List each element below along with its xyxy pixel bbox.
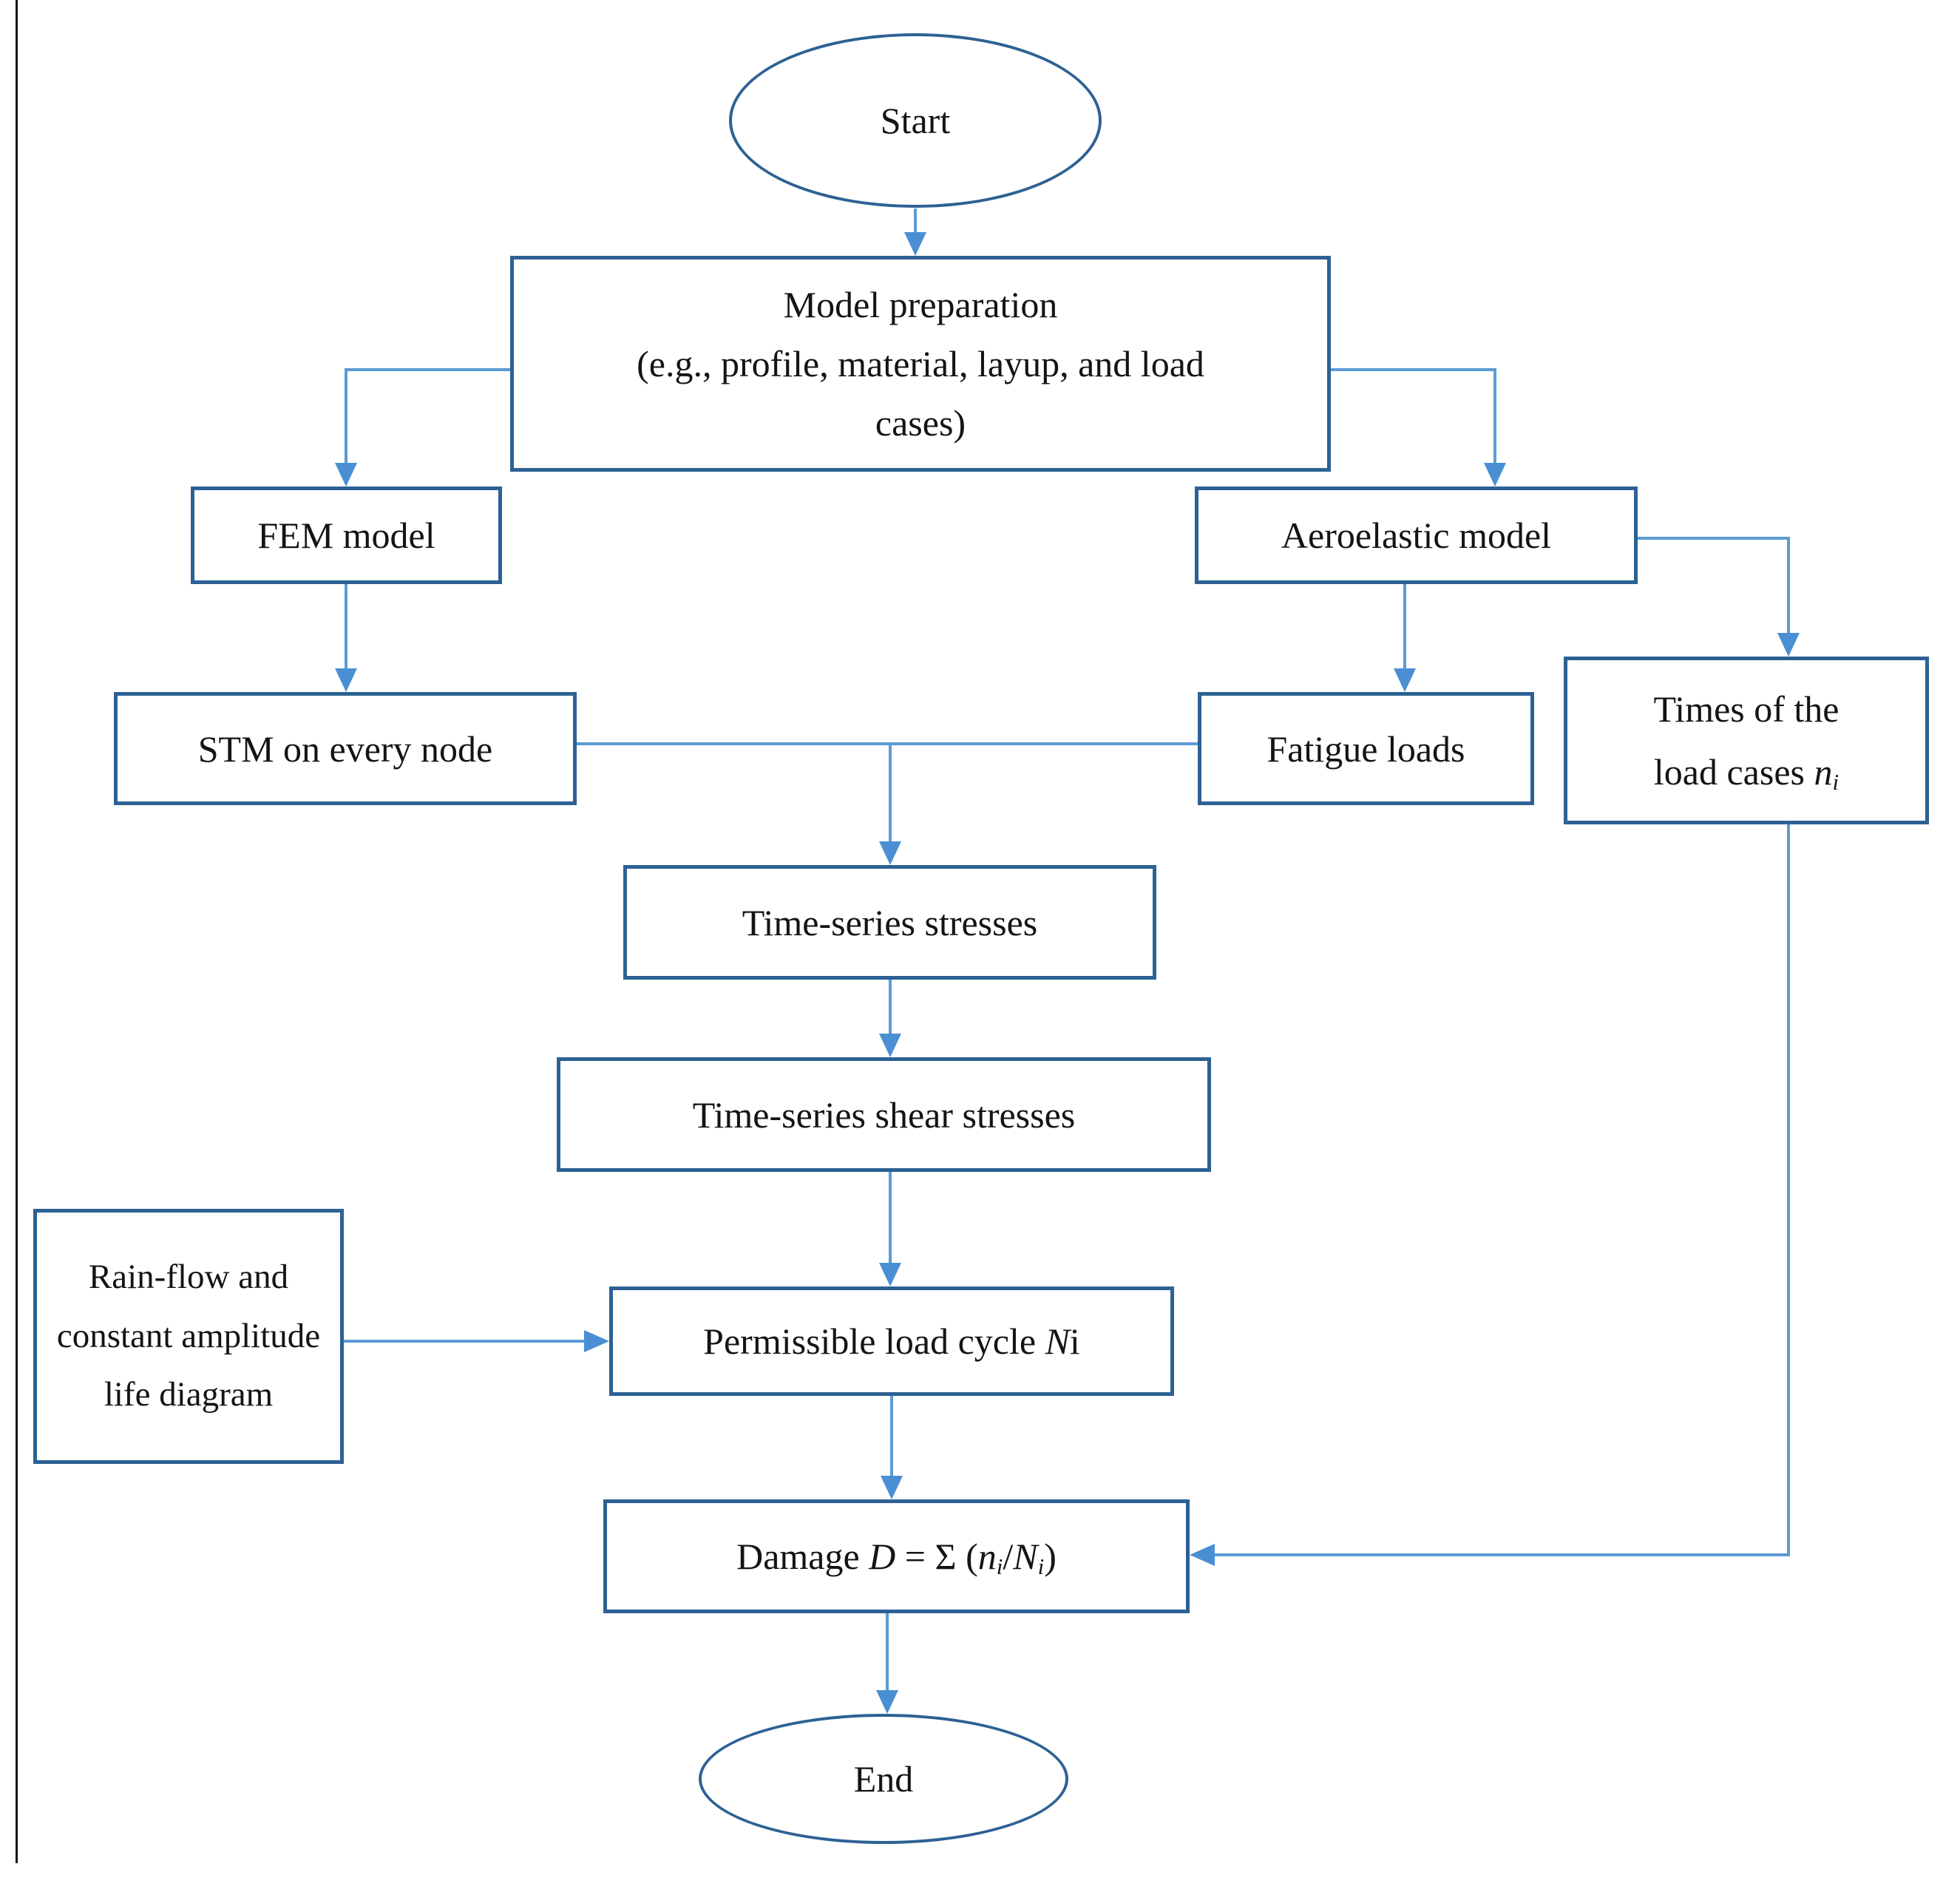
arrowhead-aero-top bbox=[1484, 463, 1506, 486]
arrowhead-model-prep-top bbox=[904, 232, 926, 256]
damage-N-subscript: i bbox=[1037, 1553, 1045, 1579]
arrowhead-fatigue-top bbox=[1394, 668, 1416, 692]
edge-times-to-damage bbox=[1215, 824, 1790, 1556]
time-series-shear-stresses-label: Time-series shear stresses bbox=[692, 1094, 1076, 1136]
edge-model-prep-to-aero bbox=[1331, 368, 1496, 463]
edge-aero-to-times bbox=[1638, 537, 1790, 633]
rainflow-line1: Rain-flow and bbox=[88, 1257, 289, 1296]
arrowhead-end-top bbox=[876, 1690, 898, 1714]
fatigue-loads-node: Fatigue loads bbox=[1198, 692, 1534, 805]
aeroelastic-model-label: Aeroelastic model bbox=[1281, 515, 1552, 556]
damage-formula: Damage D = Σ (ni/Ni) bbox=[736, 1527, 1057, 1586]
damage-d-variable: D bbox=[869, 1536, 896, 1577]
fem-model-label: FEM model bbox=[257, 515, 435, 556]
stm-node: STM on every node bbox=[114, 692, 577, 805]
end-node: End bbox=[699, 1714, 1068, 1844]
damage-slash: / bbox=[1003, 1536, 1014, 1577]
time-series-stresses-node: Time-series stresses bbox=[623, 865, 1156, 980]
arrowhead-stm-top bbox=[335, 668, 357, 692]
times-line2-text: load cases bbox=[1653, 750, 1814, 793]
times-line2-variable: n bbox=[1814, 750, 1833, 793]
arrowhead-ts-shear-top bbox=[879, 1034, 901, 1057]
times-line2-subscript: i bbox=[1832, 768, 1839, 795]
page-scan-line bbox=[16, 0, 18, 1863]
start-label: Start bbox=[880, 100, 951, 141]
times-load-cases-line2: load cases ni bbox=[1654, 741, 1839, 804]
damage-node: Damage D = Σ (ni/Ni) bbox=[603, 1499, 1190, 1613]
permissible-variable: N bbox=[1045, 1320, 1070, 1362]
model-preparation-node: Model preparation (e.g., profile, materi… bbox=[510, 256, 1331, 472]
arrowhead-times-top bbox=[1777, 633, 1800, 657]
damage-n-subscript: i bbox=[996, 1553, 1003, 1579]
rainflow-node: Rain-flow and constant amplitude life di… bbox=[33, 1209, 344, 1464]
time-series-stresses-label: Time-series stresses bbox=[742, 901, 1038, 943]
fatigue-loads-label: Fatigue loads bbox=[1266, 728, 1465, 770]
rainflow-line3: life diagram bbox=[104, 1375, 274, 1414]
model-preparation-line3: cases) bbox=[875, 402, 966, 444]
rainflow-line2: constant amplitude bbox=[56, 1316, 321, 1355]
edge-model-prep-to-fem bbox=[345, 368, 510, 463]
permissible-suffix: i bbox=[1069, 1320, 1080, 1362]
arrowhead-ts-stress-top bbox=[879, 841, 901, 865]
damage-close-paren: ) bbox=[1044, 1536, 1057, 1577]
permissible-load-cycle-label: Permissible load cycle Ni bbox=[703, 1312, 1080, 1371]
arrowhead-damage-right bbox=[1190, 1544, 1215, 1566]
arrowhead-permissible-left bbox=[584, 1330, 609, 1352]
end-label: End bbox=[853, 1758, 914, 1800]
start-node: Start bbox=[729, 33, 1102, 208]
stm-label: STM on every node bbox=[197, 728, 493, 770]
damage-N-variable: N bbox=[1013, 1536, 1038, 1577]
model-preparation-line2: (e.g., profile, material, layup, and loa… bbox=[637, 343, 1204, 384]
permissible-text: Permissible load cycle bbox=[703, 1320, 1045, 1362]
model-preparation-line1: Model preparation bbox=[783, 284, 1058, 325]
aeroelastic-model-node: Aeroelastic model bbox=[1195, 486, 1638, 584]
arrowhead-fem-top bbox=[335, 463, 357, 486]
arrowhead-permissible-top bbox=[879, 1263, 901, 1286]
damage-equals-sigma: = Σ ( bbox=[895, 1536, 978, 1577]
time-series-shear-stresses-node: Time-series shear stresses bbox=[557, 1057, 1211, 1172]
permissible-load-cycle-node: Permissible load cycle Ni bbox=[609, 1286, 1174, 1396]
fem-model-node: FEM model bbox=[191, 486, 502, 584]
times-load-cases-node: Times of the load cases ni bbox=[1564, 657, 1929, 824]
damage-text: Damage bbox=[736, 1536, 869, 1577]
times-load-cases-line1: Times of the bbox=[1653, 688, 1839, 730]
damage-n-variable: n bbox=[977, 1536, 997, 1577]
arrowhead-damage-top bbox=[881, 1476, 903, 1499]
